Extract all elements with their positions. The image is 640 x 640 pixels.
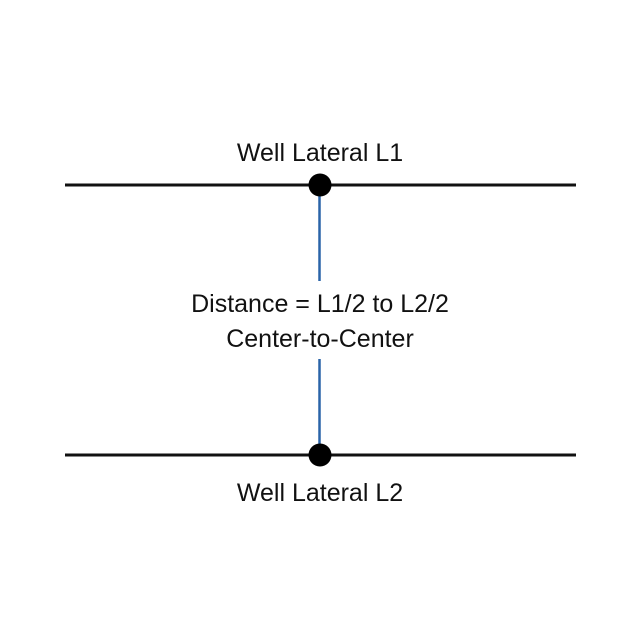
lateral-l1-label: Well Lateral L1 — [236, 139, 404, 167]
center-to-center-label: Center-to-Center — [226, 325, 414, 353]
lateral-l2-label: Well Lateral L2 — [236, 479, 404, 507]
lateral-l2-midpoint-marker — [308, 443, 332, 467]
distance-label: Distance = L1/2 to L2/2 — [191, 290, 449, 318]
lateral-l1-midpoint-marker — [308, 173, 332, 197]
